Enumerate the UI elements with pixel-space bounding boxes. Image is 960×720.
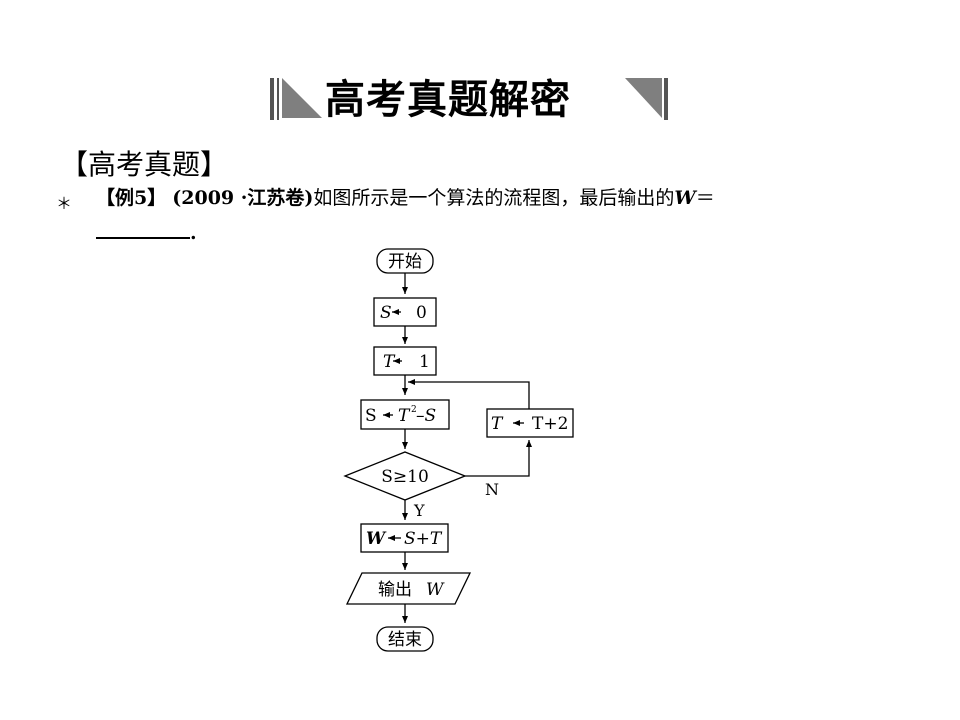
output-label: 输出 [378, 580, 412, 600]
yes-label: Y [413, 501, 425, 520]
end-terminal [376, 626, 434, 652]
answer-period: . [190, 222, 197, 244]
example-label: 【例5】 [96, 187, 167, 209]
flowchart: 开始 S 0 T 1 S T 2 –S T T+2 S≥10 N Y W S+T… [343, 248, 574, 652]
bullet-icon: ＊ [56, 194, 73, 213]
banner-right-bar [664, 78, 668, 120]
assign-w-rhs: S+T [404, 529, 443, 549]
output-parallelogram [345, 572, 472, 605]
output-var: W [426, 580, 445, 600]
init-s-val: 0 [416, 303, 427, 323]
init-t-val: 1 [419, 352, 430, 372]
update-s-exponent: 2 [411, 405, 417, 415]
section-title: 【高考真题】 [60, 148, 229, 181]
banner-left-bar [270, 78, 274, 120]
banner-title: 高考真题解密 [325, 77, 571, 123]
update-t-box [486, 408, 574, 438]
update-s-rhs-s: –S [416, 406, 436, 426]
no-branch-arrow [465, 440, 532, 477]
banner-left-bar-thin [277, 78, 279, 120]
update-s-lhs: S [365, 406, 377, 426]
banner-decoration [270, 78, 668, 120]
problem-text: 如图所示是一个算法的流程图，最后输出的 [313, 187, 675, 209]
problem-source: (2009 ·江苏卷) [172, 187, 314, 209]
equals-sign: ＝ [695, 187, 715, 209]
problem-statement: 【例5】 (2009 ·江苏卷)如图所示是一个算法的流程图，最后输出的W＝ [96, 185, 715, 211]
init-t-var: T [383, 352, 396, 372]
answer-blank-line: . [96, 222, 197, 244]
problem-var: W [674, 187, 696, 209]
start-label: 开始 [388, 252, 422, 272]
update-t-rhs: T+2 [532, 414, 568, 434]
end-label: 结束 [388, 630, 422, 650]
loop-back-arrow [408, 379, 530, 409]
no-label: N [485, 480, 499, 499]
banner-right-triangle [625, 78, 662, 118]
assign-w-lhs: W [366, 529, 387, 549]
answer-blank [96, 223, 190, 239]
init-s-var: S [380, 303, 392, 323]
banner-left-triangle [282, 78, 322, 118]
update-t-lhs: T [491, 414, 504, 434]
update-s-t: T [398, 406, 411, 426]
condition-label: S≥10 [381, 467, 429, 487]
